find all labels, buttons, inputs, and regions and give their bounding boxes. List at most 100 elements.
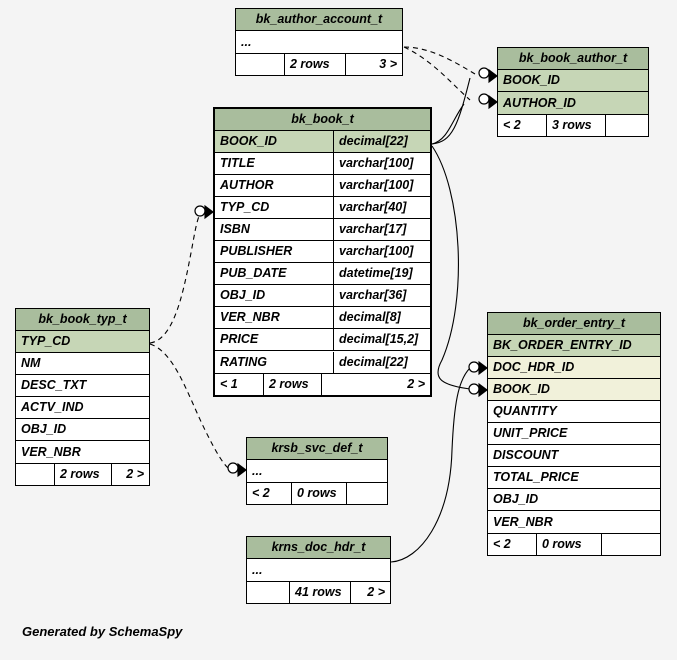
footer-rows: 2 rows	[54, 464, 112, 485]
table-columns: TYP_CD NM DESC_TXT ACTV_IND OBJ_ID VER_N…	[16, 331, 149, 463]
table-columns: ...	[247, 559, 390, 581]
table-row[interactable]: PUB_DATE datetime[19]	[215, 263, 430, 285]
column-name: BK_ORDER_ENTRY_ID	[493, 338, 632, 352]
footer-rows: 0 rows	[291, 483, 347, 504]
table-bk-book-author-t[interactable]: bk_book_author_t BOOK_ID AUTHOR_ID < 2 3…	[497, 47, 649, 137]
table-row[interactable]: DISCOUNT	[488, 445, 660, 467]
table-row[interactable]: TYP_CD	[16, 331, 149, 353]
column-name: QUANTITY	[493, 404, 557, 418]
column-name: TITLE	[220, 156, 255, 170]
footer-left[interactable]: < 1	[220, 377, 238, 391]
crowfoot-book-typ-cd	[194, 204, 214, 220]
table-footer: 2 rows 3 >	[236, 53, 402, 75]
table-row[interactable]: QUANTITY	[488, 401, 660, 423]
column-type: decimal[15,2]	[333, 329, 430, 350]
column-name: NM	[21, 356, 41, 370]
table-row[interactable]: VER_NBR	[488, 511, 660, 533]
table-bk-author-account-t[interactable]: bk_author_account_t ... 2 rows 3 >	[235, 8, 403, 76]
crowfoot-order-entry-doc-hdr-id	[468, 360, 488, 376]
table-row[interactable]: TOTAL_PRICE	[488, 467, 660, 489]
table-row[interactable]: TYP_CD varchar[40]	[215, 197, 430, 219]
footer-left[interactable]: < 2	[252, 486, 270, 500]
table-row[interactable]: OBJ_ID	[488, 489, 660, 511]
column-name: DISCOUNT	[493, 448, 559, 462]
table-row[interactable]: DOC_HDR_ID	[488, 357, 660, 379]
column-name: OBJ_ID	[493, 492, 539, 506]
table-row[interactable]: BOOK_ID	[488, 379, 660, 401]
table-title: bk_author_account_t	[236, 9, 402, 31]
footer-left[interactable]	[236, 54, 284, 75]
footer-right[interactable]: 3 >	[379, 57, 397, 71]
table-row[interactable]: OBJ_ID varchar[36]	[215, 285, 430, 307]
table-bk-order-entry-t[interactable]: bk_order_entry_t BK_ORDER_ENTRY_ID DOC_H…	[487, 312, 661, 556]
column-name: BOOK_ID	[220, 134, 277, 148]
table-footer: 2 rows 2 >	[16, 463, 149, 485]
table-row[interactable]: ...	[247, 460, 387, 482]
table-row[interactable]: BOOK_ID	[498, 70, 648, 92]
column-name: ...	[241, 34, 252, 49]
table-row[interactable]: BK_ORDER_ENTRY_ID	[488, 335, 660, 357]
table-row[interactable]: DESC_TXT	[16, 375, 149, 397]
table-row[interactable]: OBJ_ID	[16, 419, 149, 441]
table-row[interactable]: NM	[16, 353, 149, 375]
footer-right[interactable]	[347, 483, 387, 504]
footer-left[interactable]	[16, 464, 54, 485]
column-type: decimal[8]	[333, 307, 430, 328]
table-row[interactable]: BOOK_ID decimal[22]	[215, 131, 430, 153]
column-name: VER_NBR	[493, 514, 553, 529]
table-row[interactable]: AUTHOR varchar[100]	[215, 175, 430, 197]
table-columns: ...	[236, 31, 402, 53]
table-krsb-svc-def-t[interactable]: krsb_svc_def_t ... < 2 0 rows	[246, 437, 388, 505]
footer-rows: 41 rows	[289, 582, 351, 603]
table-row[interactable]: ...	[247, 559, 390, 581]
table-row[interactable]: VER_NBR	[16, 441, 149, 463]
footer-left[interactable]: < 2	[493, 537, 511, 551]
column-name: TYP_CD	[220, 200, 270, 214]
column-name: RATING	[220, 354, 267, 369]
footer-rows: 2 rows	[284, 54, 346, 75]
column-type: datetime[19]	[333, 263, 430, 284]
table-row[interactable]: ACTV_IND	[16, 397, 149, 419]
footer-left[interactable]: < 2	[503, 118, 521, 132]
table-krns-doc-hdr-t[interactable]: krns_doc_hdr_t ... 41 rows 2 >	[246, 536, 391, 604]
column-name: TOTAL_PRICE	[493, 470, 579, 484]
table-row[interactable]: RATING decimal[22]	[215, 351, 430, 373]
table-footer: < 1 2 rows 2 >	[215, 373, 430, 395]
table-bk-book-typ-t[interactable]: bk_book_typ_t TYP_CD NM DESC_TXT ACTV_IN…	[15, 308, 150, 486]
table-row[interactable]: ...	[236, 31, 402, 53]
edge-author-account-to-book-author-2	[403, 46, 471, 101]
footer-rows: 3 rows	[546, 115, 606, 136]
column-name: DESC_TXT	[21, 378, 87, 392]
footer-right[interactable]	[606, 115, 648, 136]
table-columns: BK_ORDER_ENTRY_ID DOC_HDR_ID BOOK_ID QUA…	[488, 335, 660, 533]
footer-right[interactable]	[602, 534, 660, 555]
footer-right[interactable]: 2 >	[367, 585, 385, 599]
column-name: DOC_HDR_ID	[493, 360, 575, 374]
footer-rows: 2 rows	[263, 374, 322, 395]
footer-right[interactable]: 2 >	[407, 377, 425, 391]
column-name: UNIT_PRICE	[493, 426, 568, 440]
column-name: PUB_DATE	[220, 266, 287, 280]
table-row[interactable]: PRICE decimal[15,2]	[215, 329, 430, 351]
column-name: TYP_CD	[21, 334, 71, 348]
table-row[interactable]: PUBLISHER varchar[100]	[215, 241, 430, 263]
table-footer: < 2 3 rows	[498, 114, 648, 136]
column-type: varchar[100]	[333, 241, 430, 262]
table-row[interactable]: VER_NBR decimal[8]	[215, 307, 430, 329]
column-name: PUBLISHER	[220, 244, 293, 258]
table-row[interactable]: TITLE varchar[100]	[215, 153, 430, 175]
column-name: BOOK_ID	[493, 382, 550, 396]
table-row[interactable]: UNIT_PRICE	[488, 423, 660, 445]
column-name: VER_NBR	[220, 310, 280, 324]
edge-doc-hdr-to-order-entry	[390, 367, 471, 563]
table-footer: 41 rows 2 >	[247, 581, 390, 603]
footer-right[interactable]: 2 >	[126, 467, 144, 481]
table-columns: BOOK_ID decimal[22] TITLE varchar[100] A…	[215, 131, 430, 373]
table-row[interactable]: AUTHOR_ID	[498, 92, 648, 114]
column-name: BOOK_ID	[503, 73, 560, 87]
footer-left[interactable]	[247, 582, 289, 603]
column-type: varchar[100]	[333, 175, 430, 196]
table-row[interactable]: ISBN varchar[17]	[215, 219, 430, 241]
column-name: AUTHOR_ID	[503, 95, 576, 110]
table-bk-book-t[interactable]: bk_book_t BOOK_ID decimal[22] TITLE varc…	[213, 107, 432, 397]
